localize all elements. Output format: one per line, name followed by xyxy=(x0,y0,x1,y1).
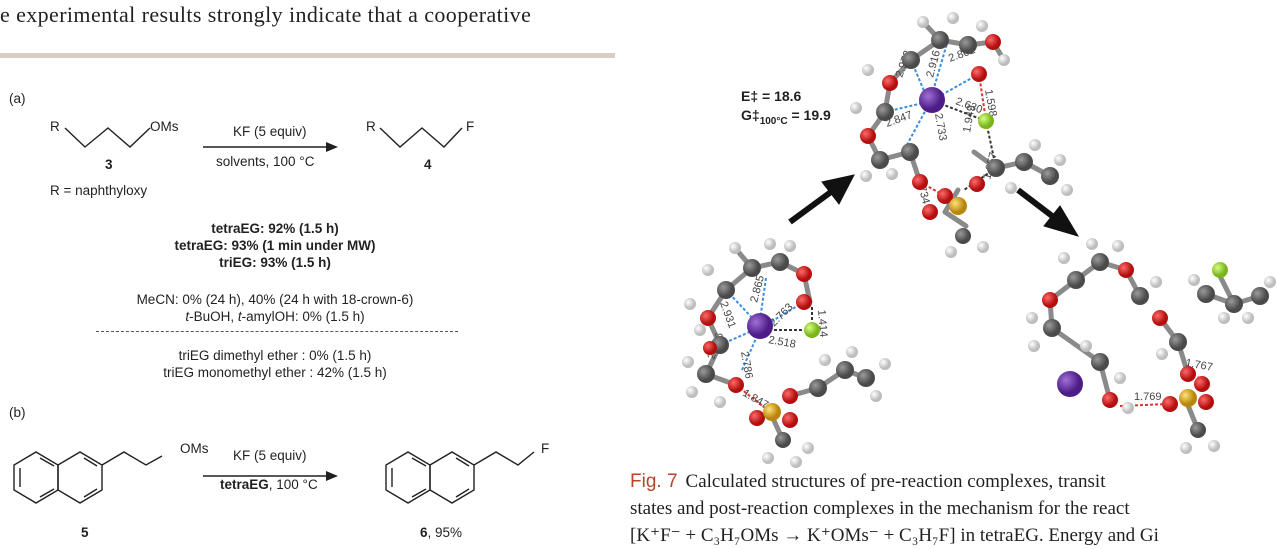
reactant-naphthalene-ring xyxy=(13,451,103,504)
ts-distance-7: 1.598 xyxy=(982,88,999,117)
body-text-line: e experimental results strongly indicate… xyxy=(0,2,532,27)
result-alcohols: t-BuOH, t-amylOH: 0% (1.5 h) xyxy=(185,309,365,324)
result-mecn: MeCN: 0% (24 h), 40% (24 h with 18-crown… xyxy=(136,292,414,307)
result-trieg-dimethyl: triEG dimethyl ether : 0% (1.5 h) xyxy=(178,348,372,363)
reactant-b-number: 5 xyxy=(81,525,89,540)
ts-distance-5: 2.733 xyxy=(932,112,949,141)
result-tetraeg-microwave: tetraEG: 93% (1 min under MW) xyxy=(174,238,376,253)
product-naphthalene-ring xyxy=(385,451,475,504)
product-fluorine: F xyxy=(466,119,475,134)
results-divider xyxy=(96,331,458,332)
pre-reaction-complex: 2.931 2.865 2.763 1.414 2.806 2.518 2.78… xyxy=(682,238,891,468)
result-trieg: triEG: 93% (1.5 h) xyxy=(219,255,331,270)
reactant-number: 3 xyxy=(105,157,113,172)
product-b-fluorine: F xyxy=(541,441,550,456)
activation-energy-g: G‡100°C = 19.9 xyxy=(741,107,831,127)
pre-distance-1: 2.931 xyxy=(717,300,738,330)
post-reaction-complex: 1.767 1.769 xyxy=(1026,238,1276,454)
figure-label: Fig. 7 xyxy=(630,471,678,492)
caption-line-1: Calculated structures of pre-reaction co… xyxy=(685,471,1106,492)
reactant-ethyl-chain xyxy=(101,451,163,466)
activation-energy-e: E‡ = 18.6 xyxy=(741,88,802,104)
product-number: 4 xyxy=(424,157,432,172)
reagent-b-below: tetraEG, 100 °C xyxy=(220,477,318,492)
ts-distance-8: 1.949 xyxy=(961,104,978,133)
pre-distance-7: 2.786 xyxy=(738,350,755,379)
result-tetraeg-thermal: tetraEG: 92% (1.5 h) xyxy=(211,221,339,236)
reagent-below-arrow: solvents, 100 °C xyxy=(216,154,315,169)
reaction-arrow-a-head xyxy=(326,142,338,152)
product-ethyl-chain xyxy=(473,451,535,466)
scheme-b-label: (b) xyxy=(9,405,26,420)
product-r-group: R xyxy=(366,119,376,134)
fig7-molecular-structures: 2.973 2.916 2.802 2.847 2.733 2.630 1.59… xyxy=(682,12,1276,468)
reactant-leaving-group: OMs xyxy=(150,119,179,134)
reactant-b-leaving-group: OMs xyxy=(180,441,209,456)
scheme-a-label: (a) xyxy=(9,91,26,106)
scheme-a-structures xyxy=(64,127,463,152)
product-chain-bond xyxy=(379,127,463,148)
figure-caption: Fig. 7 Calculated structures of pre-react… xyxy=(630,468,1278,549)
caption-line-2: states and post-reaction complexes in th… xyxy=(630,498,1130,519)
r-group-definition: R = naphthyloxy xyxy=(50,183,148,198)
scheme-b-structures xyxy=(13,451,535,504)
caption-line-3: [K⁺F⁻ + C₃H₇OMs → K⁺OMs⁻ + C₃H₇F] in tet… xyxy=(630,525,1159,546)
result-trieg-monomethyl: triEG monomethyl ether : 42% (1.5 h) xyxy=(163,365,387,380)
activation-energy-label: E‡ = 18.6 G‡100°C = 19.9 xyxy=(741,87,831,131)
reactant-chain-bond xyxy=(64,127,151,148)
product-b-label: 6, 95% xyxy=(420,525,463,540)
pre-distance-6: 2.518 xyxy=(767,334,796,351)
reagent-b-above: KF (5 equiv) xyxy=(233,448,307,463)
reagent-above-arrow: KF (5 equiv) xyxy=(233,124,307,139)
reactant-r-group: R xyxy=(50,119,60,134)
reaction-arrow-b-head xyxy=(326,471,338,481)
post-distance-2: 1.769 xyxy=(1134,391,1162,403)
section-divider xyxy=(0,53,615,58)
transition-state-complex: 2.973 2.916 2.802 2.847 2.733 2.630 1.59… xyxy=(850,12,1073,258)
